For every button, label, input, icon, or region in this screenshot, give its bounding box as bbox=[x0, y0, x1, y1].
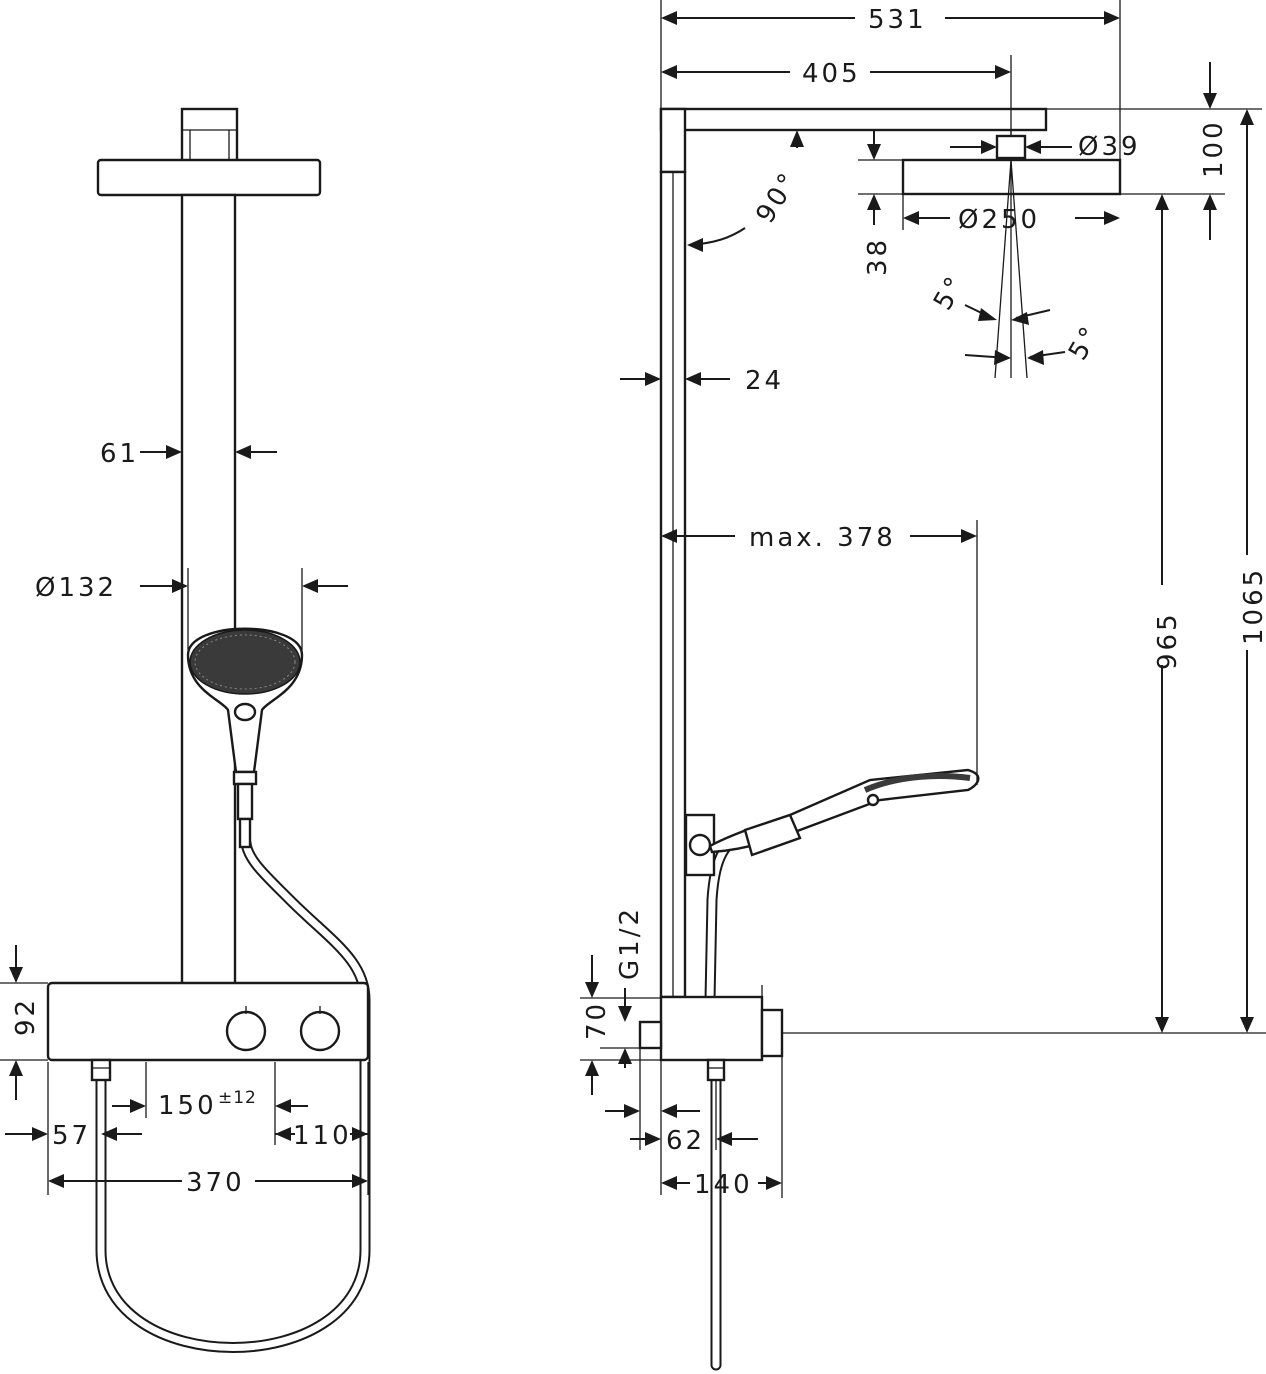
dim-right-offset: 110 bbox=[275, 1062, 369, 1195]
dim-thermostat-depth-label: 140 bbox=[694, 1170, 753, 1200]
dim-handshower-diameter: Ø132 bbox=[35, 568, 348, 650]
dim-rail-depth-label: 24 bbox=[745, 366, 784, 396]
temperature-knob bbox=[225, 1010, 267, 1052]
dim-left-offset: 57 bbox=[5, 1062, 142, 1195]
dim-thermostat-depth: 140 bbox=[661, 1056, 783, 1200]
spray-angle-lines bbox=[994, 159, 1028, 379]
front-view: 61 Ø132 92 bbox=[0, 107, 371, 1353]
side-hand-shower bbox=[684, 768, 980, 877]
dim-bar-width-label: 61 bbox=[100, 439, 139, 469]
dim-tilt-angle-2-label: 5° bbox=[1063, 320, 1107, 366]
dim-arm-angle-label: 90° bbox=[750, 166, 805, 229]
dim-outlet-spacing-label: 150 bbox=[158, 1091, 217, 1121]
front-riser-bar bbox=[180, 193, 237, 987]
flow-knob bbox=[299, 1010, 341, 1052]
dim-handshower-diameter-label: Ø132 bbox=[35, 573, 117, 603]
dim-arm-to-head-label: 100 bbox=[1199, 119, 1229, 178]
side-riser-rail bbox=[659, 170, 687, 999]
front-overhead-shower bbox=[96, 158, 322, 197]
dim-thermostat-width: 370 bbox=[48, 1168, 368, 1198]
dim-bar-width: 61 bbox=[100, 439, 277, 469]
dim-handshower-reach: max. 378 bbox=[661, 520, 978, 785]
dim-right-offset-label: 110 bbox=[293, 1121, 352, 1151]
dim-connection-height: 70 bbox=[580, 1001, 661, 1095]
dim-connection-thread: G1/2 bbox=[580, 906, 661, 1049]
dim-outlet-spacing: 150 ±12 bbox=[112, 1062, 308, 1145]
dim-connection-offset: 62 bbox=[605, 1048, 758, 1195]
front-hose bbox=[95, 837, 371, 1353]
front-ceiling-mount bbox=[180, 107, 239, 163]
dim-head-diameter-label: Ø250 bbox=[958, 205, 1040, 235]
dim-head-thickness-label: 38 bbox=[863, 237, 893, 276]
dim-total-projection-label: 531 bbox=[868, 5, 927, 35]
dim-left-offset-label: 57 bbox=[52, 1121, 91, 1151]
dim-tilt-angle-1-label: 5° bbox=[928, 270, 972, 316]
dim-joint-diameter: Ø39 bbox=[950, 132, 1141, 162]
dim-arm-to-head: 100 bbox=[1199, 62, 1229, 240]
dim-arm-angle: 90° bbox=[687, 130, 805, 252]
dim-arm-length-label: 405 bbox=[802, 59, 861, 89]
dim-thermostat-width-label: 370 bbox=[186, 1168, 245, 1198]
side-view: 531 405 Ø39 100 bbox=[580, 0, 1266, 1371]
dim-tilt-angle-1: 5° bbox=[928, 270, 1051, 325]
dim-head-thickness: 38 bbox=[858, 130, 903, 276]
dim-arm-length: 405 bbox=[661, 55, 1012, 136]
dim-handshower-reach-label: max. 378 bbox=[749, 523, 896, 553]
dim-thermostat-height-label: 92 bbox=[11, 997, 41, 1036]
dim-thermostat-height: 92 bbox=[0, 945, 48, 1100]
dim-rail-depth: 24 bbox=[620, 366, 784, 396]
dim-head-height-label: 965 bbox=[1153, 611, 1183, 670]
dim-total-height: 1065 bbox=[1239, 109, 1266, 1033]
front-hand-shower bbox=[186, 627, 304, 849]
dim-connection-offset-label: 62 bbox=[666, 1126, 705, 1156]
dim-head-diameter: Ø250 bbox=[902, 194, 1120, 235]
side-thermostat bbox=[638, 985, 784, 1082]
dim-total-height-label: 1065 bbox=[1239, 567, 1266, 645]
dim-connection-height-label: 70 bbox=[582, 1001, 612, 1040]
dim-outlet-spacing-tolerance: ±12 bbox=[218, 1088, 257, 1108]
dim-tilt-angle-2: 5° bbox=[964, 320, 1107, 366]
dim-connection-thread-label: G1/2 bbox=[615, 906, 645, 980]
front-thermostat bbox=[46, 981, 370, 1082]
dim-total-projection: 531 bbox=[660, 0, 1121, 160]
dim-head-height: 965 bbox=[1153, 194, 1183, 1033]
dim-joint-diameter-label: Ø39 bbox=[1078, 132, 1141, 162]
